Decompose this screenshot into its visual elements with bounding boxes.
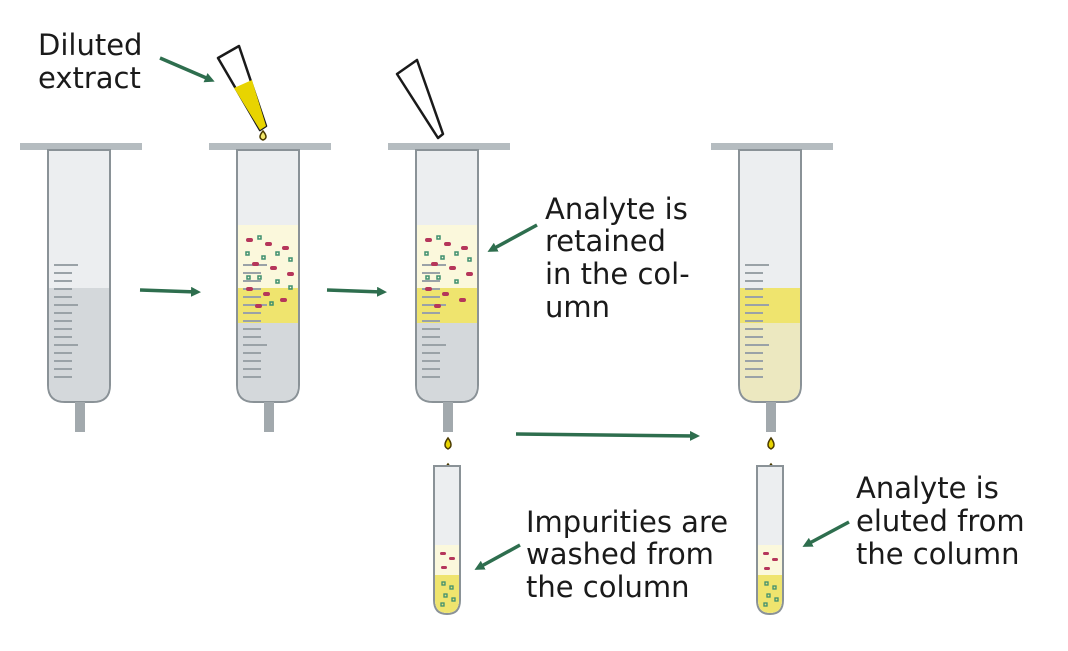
label-line: in the col- — [545, 257, 690, 291]
wash-solution — [417, 225, 477, 288]
column-rim — [388, 143, 510, 150]
sorbent-bed — [238, 323, 298, 401]
arrow-icon — [515, 430, 700, 441]
arrow-icon — [326, 286, 387, 297]
graduation-marks — [422, 264, 446, 378]
column-2 — [209, 143, 331, 432]
arrow-icon — [487, 223, 538, 252]
column-outlet — [264, 402, 274, 432]
column-4 — [711, 143, 833, 432]
impurity-particles — [245, 235, 293, 306]
column-rim — [209, 143, 331, 150]
drop-icon — [444, 436, 452, 450]
pipette-tip-icon — [216, 44, 268, 141]
sorbent-bed — [49, 288, 109, 401]
label-line: eluted from — [856, 504, 1025, 538]
graduation-marks — [745, 264, 769, 378]
label-line: Impurities are — [526, 505, 728, 539]
label-impurities-washed: Impurities are washed from the column — [526, 505, 728, 604]
arrow-icon — [474, 543, 521, 570]
collection-tube-elute — [756, 465, 784, 616]
pipette-tip-icon — [395, 58, 445, 140]
drop-icon — [767, 436, 775, 450]
eluted-sorbent-bed — [740, 323, 800, 401]
label-line: retained — [545, 224, 666, 258]
column-rim — [711, 143, 833, 150]
label-line: umn — [545, 290, 610, 324]
column-1 — [20, 143, 142, 432]
label-line: the column — [526, 570, 690, 604]
impurity-particles — [424, 235, 472, 284]
arrow-icon — [139, 286, 201, 297]
drop-icon — [259, 129, 267, 141]
column-outlet — [75, 402, 85, 432]
label-line: Analyte is — [856, 471, 999, 505]
sorbent-bed — [417, 323, 477, 401]
label-analyte-eluted: Analyte is eluted from the column — [856, 471, 1025, 571]
label-line: extract — [38, 61, 141, 95]
sample-solution — [238, 225, 298, 288]
label-line: washed from — [526, 537, 714, 571]
column-rim — [20, 143, 142, 150]
label-diluted-extract: Diluted extract — [38, 28, 142, 95]
label-line: Diluted — [38, 28, 142, 62]
label-analyte-retained: Analyte is retained in the col- umn — [545, 192, 690, 324]
column-outlet — [443, 402, 453, 432]
column-3 — [388, 143, 510, 432]
analyte-particles — [246, 238, 294, 308]
label-line: Analyte is — [545, 192, 688, 226]
column-outlet — [766, 402, 776, 432]
analyte-particles — [425, 238, 473, 308]
arrow-icon — [802, 520, 850, 547]
graduation-marks — [54, 264, 78, 378]
label-line: the column — [856, 537, 1020, 571]
arrow-icon — [159, 56, 215, 83]
collection-tube-wash — [433, 465, 461, 616]
